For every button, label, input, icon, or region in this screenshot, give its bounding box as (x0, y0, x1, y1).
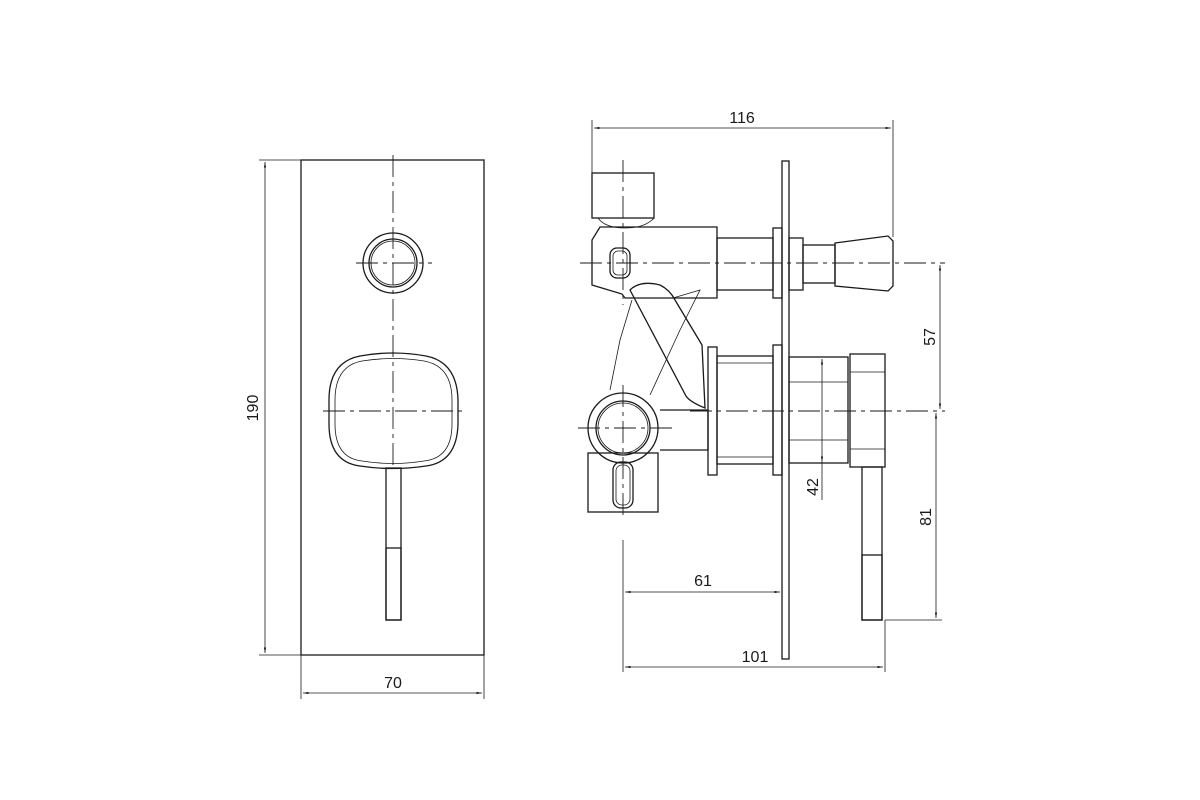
lever (385, 467, 402, 621)
side-lever-knurl (861, 554, 883, 621)
diverter-knob-side (834, 235, 894, 292)
diverter-spindle (716, 237, 774, 291)
dimension-61: 61 (622, 540, 780, 672)
dimension-label: 57 (922, 328, 939, 346)
dimension-label: 61 (694, 573, 712, 590)
dimension-label: 190 (245, 395, 262, 422)
dimension-label: 70 (384, 675, 402, 692)
side-lever (861, 466, 883, 621)
dimension-101: 101 (625, 620, 886, 672)
mixer-cartridge (716, 355, 774, 465)
diverter-knob-inner (368, 238, 418, 288)
dimension-label: 101 (742, 649, 769, 666)
wall-plate (781, 160, 790, 660)
diverter-knob-inner-ring (370, 240, 416, 286)
lever-knurl (385, 547, 402, 621)
dimension-label: 81 (918, 508, 935, 526)
dimension-label: 116 (729, 110, 755, 127)
dimension-190: 190 (245, 159, 301, 656)
front-view (300, 155, 485, 656)
side-view (578, 160, 945, 660)
dimension-57: 57 (922, 265, 942, 409)
cover-plate (300, 159, 485, 656)
dimension-label: 42 (805, 478, 822, 496)
mixer-handle-body (328, 352, 459, 470)
dimension-81: 81 (885, 413, 942, 621)
dimension-116: 116 (591, 110, 894, 237)
mixer-handle-inner (334, 358, 453, 464)
diverter-knob (362, 232, 424, 294)
connecting-pipe (629, 282, 706, 409)
dimension-42: 42 (805, 359, 824, 500)
handle-nut (849, 353, 886, 468)
dimension-70: 70 (300, 655, 485, 699)
diverter-body (591, 226, 718, 299)
